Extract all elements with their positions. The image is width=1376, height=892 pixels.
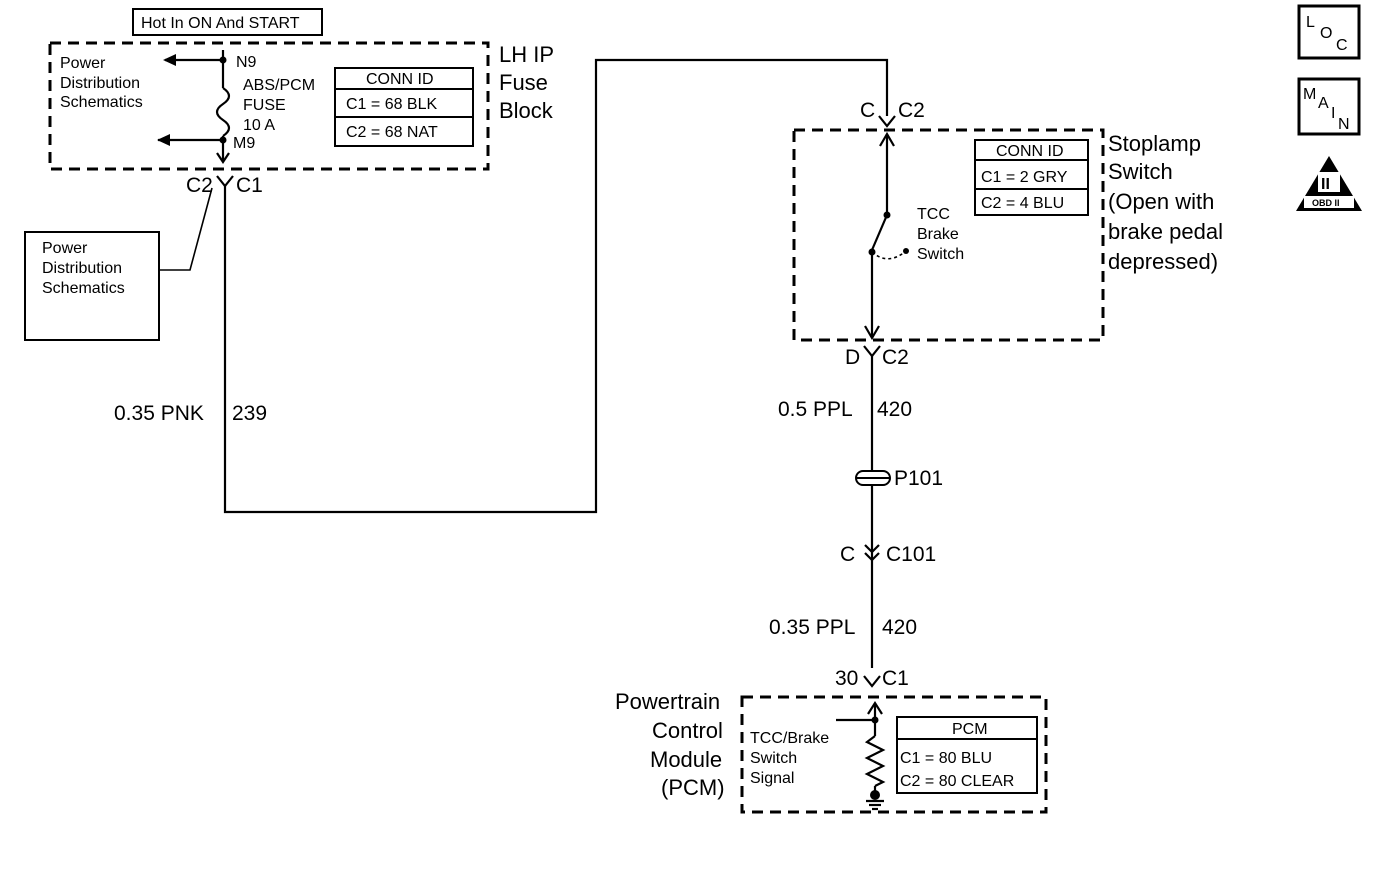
- main-letter-m: M: [1303, 86, 1316, 103]
- arrow-left-icon: [163, 54, 176, 66]
- inline-conn-c101: C101: [886, 543, 936, 566]
- stoplamp-title-5: depressed): [1108, 249, 1218, 274]
- wire-420-upper-gauge: 0.5 PPL: [778, 398, 853, 421]
- fuse-conn-row-1: C1 = 68 BLK: [346, 96, 438, 113]
- pcm-title-1: Powertrain: [615, 689, 720, 714]
- main-letter-i: I: [1331, 105, 1335, 122]
- pcm-signal-2: Switch: [750, 750, 797, 767]
- wire-420-lower-circuit: 420: [882, 616, 917, 639]
- obd-numeral: II: [1321, 176, 1330, 193]
- stoplamp-title-4: brake pedal: [1108, 219, 1223, 244]
- stoplamp-conn-c2-bottom: C2: [882, 346, 909, 369]
- connector-30-c1: 30 C1: [835, 667, 909, 690]
- stoplamp-conn-d: D: [845, 346, 860, 369]
- stoplamp-conn-id-table: CONN ID C1 = 2 GRY C2 = 4 BLU: [974, 139, 1089, 216]
- fuse-block-outline: [48, 41, 490, 171]
- arrow-left-icon: [157, 134, 170, 146]
- wire-239: [223, 58, 889, 514]
- pds-box-line-2: Distribution: [42, 260, 122, 277]
- stoplamp-switch: TCC Brake Switch CONN ID C1 = 2 GRY C2 =…: [792, 128, 1223, 342]
- pcm-conn-row-2: C2 = 80 CLEAR: [900, 773, 1014, 790]
- pcm-signal-1: TCC/Brake: [750, 730, 829, 747]
- pds-box-line-1: Power: [42, 240, 88, 257]
- pds-box: Power Distribution Schematics: [24, 187, 213, 341]
- pcm-signal-3: Signal: [750, 770, 794, 787]
- pds-label-3: Schematics: [60, 94, 143, 111]
- wire-420-upper-circuit: 420: [877, 398, 912, 421]
- switch-label-2: Brake: [917, 226, 959, 243]
- pcm-pin-30: 30: [835, 667, 858, 690]
- stoplamp-conn-row-1: C1 = 2 GRY: [981, 169, 1068, 186]
- loc-letter-o: O: [1320, 25, 1332, 42]
- loc-icon[interactable]: L O C: [1297, 4, 1361, 60]
- pcm-conn-table: PCM C1 = 80 BLU C2 = 80 CLEAR: [896, 716, 1038, 794]
- loc-letter-l: L: [1306, 14, 1315, 31]
- stoplamp-conn-c: C: [860, 99, 875, 122]
- obd-ii-icon[interactable]: II OBD II: [1296, 156, 1362, 211]
- fuse-block-title-2: Fuse: [499, 70, 548, 95]
- fuse-label-1: ABS/PCM: [243, 77, 315, 94]
- switch-label-1: TCC: [917, 206, 950, 223]
- fuse-label-3: 10 A: [243, 117, 275, 134]
- fuse-conn-header: CONN ID: [366, 71, 434, 88]
- hot-in-label: Hot In ON And START: [132, 8, 323, 36]
- pcm-pin-c1: C1: [882, 667, 909, 690]
- pcm-module: Powertrain Control Module (PCM) TCC/Brak…: [615, 689, 1048, 814]
- fuse-conn-id-table: CONN ID C1 = 68 BLK C2 = 68 NAT: [334, 67, 474, 147]
- pin-n9: N9: [236, 54, 257, 71]
- pcm-conn-row-1: C1 = 80 BLU: [900, 750, 992, 767]
- stoplamp-conn-row-2: C2 = 4 BLU: [981, 195, 1064, 212]
- splice-p101: P101: [855, 467, 943, 490]
- pds-label-2: Distribution: [60, 75, 140, 92]
- main-letter-a: A: [1318, 95, 1329, 112]
- pcm-title-3: Module: [650, 747, 722, 772]
- wire-420-lower-gauge: 0.35 PPL: [769, 616, 855, 639]
- stoplamp-title-1: Stoplamp: [1108, 131, 1201, 156]
- stoplamp-conn-header: CONN ID: [996, 143, 1064, 160]
- pcm-title-4: (PCM): [661, 775, 725, 800]
- hot-in-text: Hot In ON And START: [141, 15, 300, 32]
- fuse-label-2: FUSE: [243, 97, 286, 114]
- switch-blade: [870, 214, 889, 251]
- switch-label-3: Switch: [917, 246, 964, 263]
- main-letter-n: N: [1338, 116, 1350, 133]
- connector-d-c2: D C2: [845, 345, 909, 369]
- fuse-conn-row-2: C2 = 68 NAT: [346, 124, 438, 141]
- inline-conn-c: C: [840, 543, 855, 566]
- stoplamp-conn-c2: C2: [898, 99, 925, 122]
- inline-connector-c101: C C101: [840, 543, 936, 566]
- stoplamp-outline: [792, 128, 1105, 342]
- pds-box-line-3: Schematics: [42, 280, 125, 297]
- pcm-conn-header: PCM: [952, 721, 988, 738]
- fuse-block-title-1: LH IP: [499, 42, 554, 67]
- stoplamp-title-3: (Open with: [1108, 189, 1214, 214]
- main-icon[interactable]: M A I N: [1297, 77, 1361, 136]
- obd-caption: OBD II: [1312, 198, 1340, 208]
- pcm-title-2: Control: [652, 718, 723, 743]
- pcm-outline: [740, 695, 1048, 814]
- fuse-block-title-3: Block: [499, 98, 554, 123]
- splice-label: P101: [894, 467, 943, 490]
- resistor-symbol: [864, 735, 886, 787]
- conn-c1-label: C1: [236, 174, 263, 197]
- fuse-block: LH IP Fuse Block Power Distribution Sche…: [48, 41, 554, 171]
- loc-letter-c: C: [1336, 37, 1348, 54]
- wire-239-gauge: 0.35 PNK: [114, 402, 204, 425]
- pin-m9: M9: [233, 135, 255, 152]
- conn-c2-label: C2: [186, 174, 213, 197]
- stoplamp-title-2: Switch: [1108, 159, 1173, 184]
- connector-c-c2-top: C C2: [860, 99, 925, 128]
- pds-label-1: Power: [60, 55, 106, 72]
- fuse-symbol: [215, 87, 231, 137]
- wire-239-circuit: 239: [232, 402, 267, 425]
